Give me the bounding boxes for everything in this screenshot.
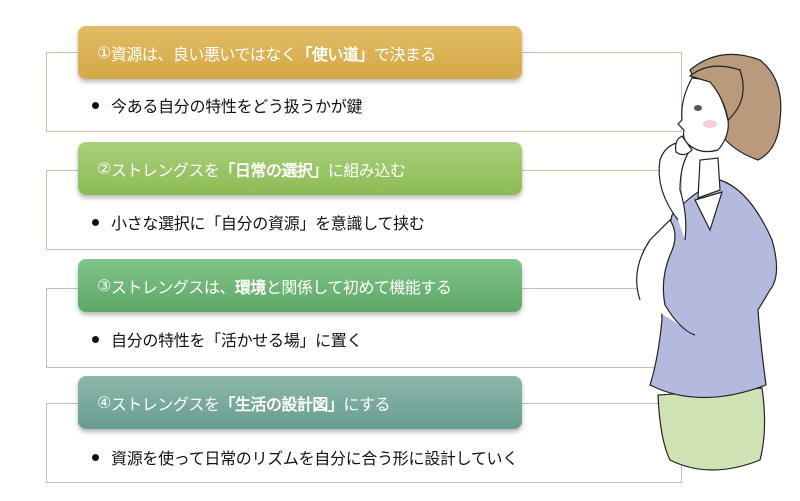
bullet-dot-icon [92,101,99,109]
emphasis: 「使い道」 [296,44,374,64]
bullet-dot-icon [92,453,99,461]
item-number: ① [97,43,111,62]
item-number: ② [97,159,111,178]
emphasis: 環境 [234,277,267,297]
item-bullet-4: 資源を使って日常のリズムを自分に合う形に設計していく [92,445,518,469]
item-bullet-2: 小さな選択に「自分の資源」を意識して挟む [92,210,425,234]
bullet-dot-icon [92,218,99,226]
item-bullet-3: 自分の特性を「活かせる場」に置く [92,327,363,351]
emphasis: 「日常の選択」 [219,160,328,180]
emphasis: 「生活の設計図」 [219,394,344,414]
item-bullet-1: 今ある自分の特性をどう扱うかが鍵 [92,93,363,117]
thinking-woman-illustration [636,53,782,471]
bullet-dot-icon [92,335,99,343]
item-number: ④ [97,393,111,412]
item-number: ③ [97,276,111,295]
